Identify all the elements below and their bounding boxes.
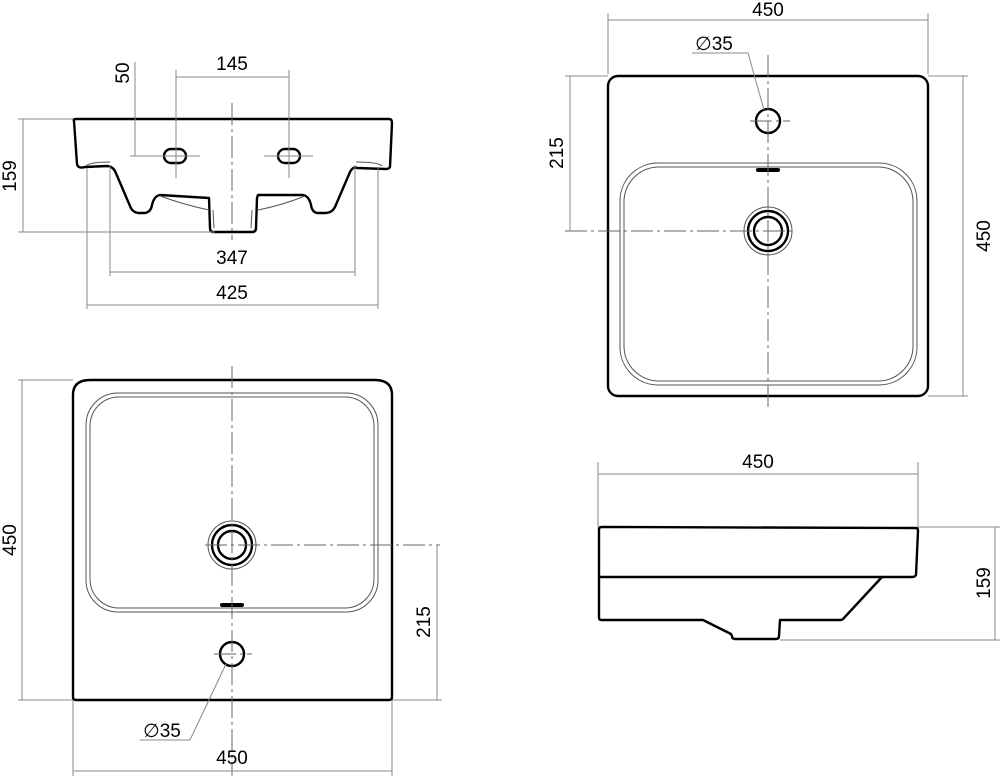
dim-hole-diameter: ∅35 (143, 721, 181, 742)
dim-hole-offset: 50 (113, 62, 134, 83)
dim-depth: 450 (742, 452, 774, 473)
front-view: 145 50 159 347 425 (0, 54, 394, 309)
dim-width: 450 (216, 748, 248, 769)
dim-hole-spacing: 145 (216, 54, 248, 75)
dim-width: 450 (752, 0, 784, 21)
dim-outer-width: 425 (216, 283, 248, 304)
front-view-outline (72, 117, 394, 234)
dim-height: 159 (974, 567, 995, 599)
side-view: 450 159 (597, 452, 1000, 641)
dim-depth: 450 (974, 220, 995, 252)
dim-drain-offset: 215 (414, 606, 435, 638)
dim-depth: 450 (0, 524, 21, 556)
top-view: 450 ∅35 215 450 (547, 0, 995, 410)
dim-drain-offset: 215 (547, 137, 568, 169)
plan-view: 450 215 ∅35 450 (0, 366, 442, 776)
dim-hole-diameter: ∅35 (695, 34, 733, 55)
dim-height: 159 (0, 160, 21, 192)
dim-inner-width: 347 (216, 248, 248, 269)
plan-view-outline (71, 378, 394, 702)
side-view-outline (597, 525, 920, 641)
